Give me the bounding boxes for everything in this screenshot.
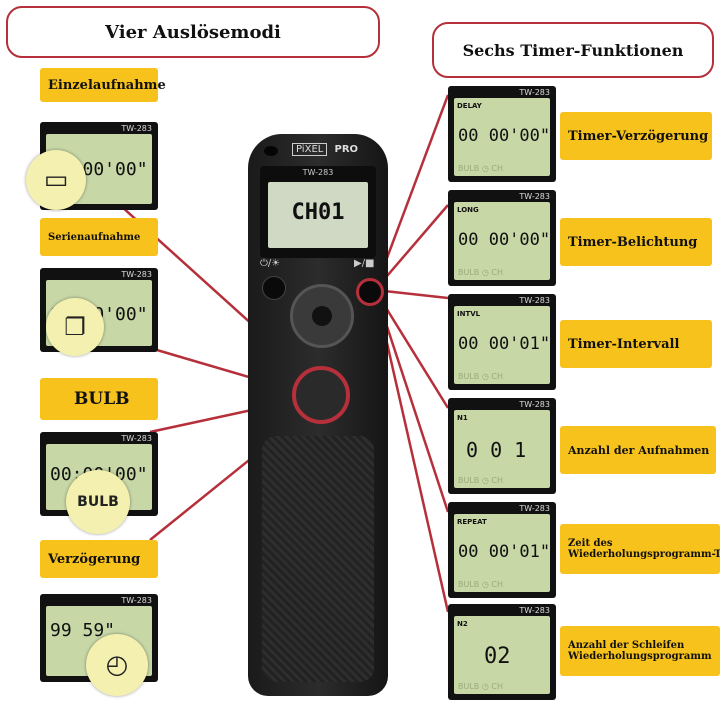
- lcd-flag-active: REPEAT: [457, 518, 487, 526]
- self-timer-icon: ◴: [86, 634, 148, 696]
- lcd-icons: BULB ◷ CH: [458, 372, 503, 381]
- mode-label-single: Einzelaufnahme: [40, 68, 166, 102]
- power-button[interactable]: [262, 276, 286, 300]
- lcd-icons: BULB ◷ CH: [458, 164, 503, 173]
- lcd-digits: 00 00'00": [458, 230, 550, 251]
- lcd-digits: 00 00'01": [458, 542, 550, 563]
- remote-hang-hole: [264, 146, 278, 156]
- lcd-flag-active: N2: [457, 620, 468, 628]
- start-stop-button[interactable]: [356, 278, 384, 306]
- single-shot-icon: ▭: [26, 150, 86, 210]
- mode-label-delay: Verzögerung: [40, 540, 158, 578]
- lcd-icons: BULB ◷ CH: [458, 580, 503, 589]
- lcd-digits: 0 0 1: [466, 438, 527, 463]
- remote-model: TW-283: [302, 168, 334, 177]
- remote-grip: [262, 436, 374, 682]
- lcd-flag-active: LONG: [457, 206, 479, 214]
- lcd-digits: 00 00'01": [458, 334, 550, 355]
- bulb-icon: BULB: [66, 470, 130, 534]
- dpad[interactable]: [290, 284, 354, 348]
- remote-brand-suffix: PRO: [334, 144, 359, 155]
- mode-label-continuous: Serienaufnahme: [40, 218, 158, 256]
- start-stop-symbol: ▶/■: [354, 258, 375, 269]
- lcd-icons: BULB ◷ CH: [458, 476, 503, 485]
- power-light-symbol: ⏻/☀: [260, 258, 281, 269]
- lcd-digits: 00 00'00": [458, 126, 550, 147]
- right-header: Sechs Timer-Funktionen: [432, 22, 714, 78]
- function-label-interval: Timer-Intervall: [560, 320, 712, 368]
- lcd-flag-active: INTVL: [457, 310, 481, 318]
- left-header: Vier Auslösemodi: [6, 6, 380, 58]
- lcd-digits: 99 59": [50, 620, 116, 641]
- shutter-button[interactable]: [292, 366, 350, 424]
- function-label-repeat-time: Zeit des Wiederholungsprogramm-Ti: [560, 524, 720, 574]
- function-label-loop-count: Anzahl der Schleifen Wiederholungsprogra…: [560, 626, 720, 676]
- function-label-count: Anzahl der Aufnahmen: [560, 426, 716, 474]
- lcd-icons: BULB ◷ CH: [458, 268, 503, 277]
- remote-brand-logo: PiXEL: [292, 143, 328, 156]
- right-header-title: Sechs Timer-Funktionen: [462, 40, 684, 60]
- remote-lcd: TW-283 CH01: [260, 166, 376, 258]
- lcd-digits: 02: [484, 644, 511, 670]
- lcd-flag-active: N1: [457, 414, 468, 422]
- remote-control: PiXEL PRO TW-283 CH01 ⏻/☀ ▶/■: [248, 134, 388, 696]
- lcd-icons: BULB ◷ CH: [458, 682, 503, 691]
- function-label-delay: Timer-Verzögerung: [560, 112, 712, 160]
- continuous-shot-icon: ❐: [46, 298, 104, 356]
- mode-label-bulb: BULB: [40, 378, 158, 420]
- remote-display-text: CH01: [291, 200, 345, 225]
- remote-screen: CH01: [268, 182, 368, 248]
- remote-brand: PiXEL PRO: [292, 143, 359, 156]
- lcd-flag-active: DELAY: [457, 102, 482, 110]
- dpad-center-button[interactable]: [312, 306, 332, 326]
- function-label-exposure: Timer-Belichtung: [560, 218, 712, 266]
- left-header-title: Vier Auslösemodi: [105, 21, 281, 43]
